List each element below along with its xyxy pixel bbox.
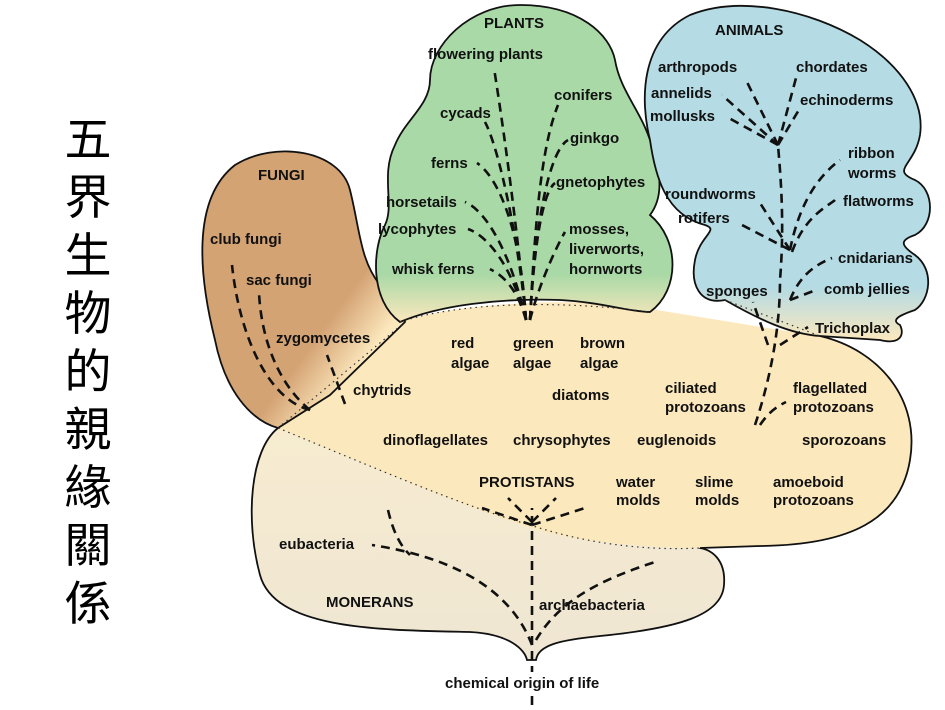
heading-animals: ANIMALS: [715, 22, 783, 39]
label-rotifers: rotifers: [678, 210, 730, 227]
title-char: 五: [64, 113, 112, 168]
lineage-lines: [230, 67, 841, 705]
label-echinoderms: echinoderms: [800, 92, 893, 109]
vertical-title: 五 界 生 物 的 親 緣 關 係: [60, 112, 116, 634]
title-char: 生: [64, 229, 112, 284]
protistans-outline: [699, 335, 913, 549]
label-green: green: [513, 335, 554, 352]
title-char: 界: [64, 171, 112, 226]
title-char: 緣: [64, 461, 112, 516]
monerans-region: [250, 427, 725, 661]
boundary-protistans-monerans: [277, 427, 701, 550]
label-amoeboid: amoeboid: [773, 474, 844, 491]
label-water: water: [615, 474, 655, 491]
label-ferns: ferns: [431, 155, 468, 172]
label-slime: slime: [695, 474, 733, 491]
label-comb-jellies: comb jellies: [824, 281, 910, 298]
label-water-molds: molds: [616, 492, 660, 509]
label-arthropods: arthropods: [658, 59, 737, 76]
label-gnetophytes: gnetophytes: [556, 174, 645, 191]
label-chytrids: chytrids: [353, 382, 411, 399]
label-sponges: sponges: [706, 283, 768, 300]
boundary-animals-protistans: [724, 299, 821, 337]
heading-plants: PLANTS: [484, 15, 544, 32]
label-amoeboid-protozoans: protozoans: [773, 492, 854, 509]
label-chrysophytes: chrysophytes: [513, 432, 611, 449]
label-worms: worms: [847, 165, 896, 182]
label-cycads: cycads: [440, 105, 491, 122]
label-lycophytes: lycophytes: [378, 221, 456, 238]
label-club-fungi: club fungi: [210, 231, 282, 248]
label-conifers: conifers: [554, 87, 612, 104]
label-ribbon: ribbon: [848, 145, 895, 162]
label-hornworts: hornworts: [569, 261, 642, 278]
plants-region: [375, 4, 674, 324]
label-brown-algae: algae: [580, 355, 618, 372]
label-root: chemical origin of life: [445, 675, 599, 692]
heading-monerans: MONERANS: [326, 594, 414, 611]
label-archaebacteria: archaebacteria: [539, 597, 646, 614]
label-liverworts: liverworts,: [569, 241, 644, 258]
label-whisk-ferns: whisk ferns: [391, 261, 475, 278]
label-dinoflagellates: dinoflagellates: [383, 432, 488, 449]
label-cnidarians: cnidarians: [838, 250, 913, 267]
label-red-algae: algae: [451, 355, 489, 372]
label-slime-molds: molds: [695, 492, 739, 509]
boundary-fungi-protistans: [277, 321, 406, 429]
label-zygomycetes: zygomycetes: [276, 330, 370, 347]
heading-protistans: PROTISTANS: [479, 474, 575, 491]
title-char: 親: [64, 403, 112, 458]
label-sporozoans: sporozoans: [802, 432, 886, 449]
label-ciliated-protozoans: protozoans: [665, 399, 746, 416]
label-ginkgo: ginkgo: [570, 130, 619, 147]
label-flagellated: flagellated: [793, 380, 867, 397]
label-brown: brown: [580, 335, 625, 352]
label-eubacteria: eubacteria: [279, 536, 355, 553]
label-euglenoids: euglenoids: [637, 432, 716, 449]
label-mosses: mosses,: [569, 221, 629, 238]
label-flowering-plants: flowering plants: [428, 46, 543, 63]
label-flagellated-protozoans: protozoans: [793, 399, 874, 416]
label-horsetails: horsetails: [386, 194, 457, 211]
label-roundworms: roundworms: [665, 186, 756, 203]
heading-fungi: FUNGI: [258, 167, 305, 184]
label-sac-fungi: sac fungi: [246, 272, 312, 289]
label-red: red: [451, 335, 474, 352]
protistans-region: [278, 302, 912, 548]
label-trichoplax: Trichoplax: [815, 320, 891, 337]
title-char: 的: [64, 345, 112, 400]
label-ciliated: ciliated: [665, 380, 717, 397]
title-char: 係: [64, 577, 112, 632]
label-flatworms: flatworms: [843, 193, 914, 210]
label-chordates: chordates: [796, 59, 868, 76]
label-diatoms: diatoms: [552, 387, 610, 404]
root-label-bg: [442, 672, 622, 692]
label-mollusks: mollusks: [650, 108, 715, 125]
title-char: 關: [64, 519, 112, 574]
label-annelids: annelids: [651, 85, 712, 102]
label-green-algae: algae: [513, 355, 551, 372]
animals-region: [643, 5, 931, 343]
title-char: 物: [64, 287, 112, 342]
